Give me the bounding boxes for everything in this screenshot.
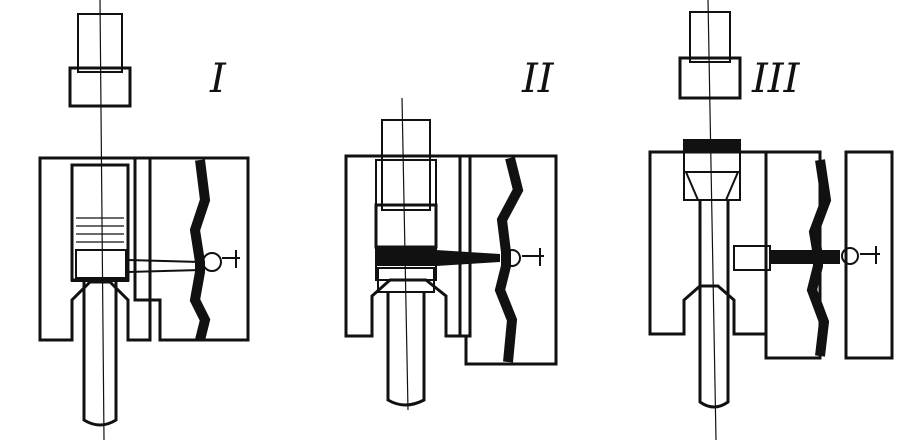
stage-2-plunger [374,119,438,249]
stage-1-label: I [209,56,227,102]
stage-1-mold-half [133,156,250,342]
stage-3-plunger [678,11,742,100]
stage-1-injection-body [38,156,201,342]
stage-1-axis [99,0,105,441]
stage-3-injection-body [648,139,768,336]
stage-3: III [648,0,894,441]
stage-2-mold-half [458,154,558,366]
stage-2-ejector-rod [386,292,426,407]
stage-3-label: III [751,56,801,102]
stage-1-ejector-rod [82,280,118,427]
stage-2: II [344,56,558,411]
stage-2-label: II [521,56,555,102]
stage-1: I [38,0,250,441]
stage-3-ejector-rod [698,200,730,409]
stage-3-axis [707,0,717,441]
stage-3-mold-half-right [841,150,894,360]
stage-2-injection-body [344,119,500,338]
stage-3-mold-half-left [733,150,840,360]
